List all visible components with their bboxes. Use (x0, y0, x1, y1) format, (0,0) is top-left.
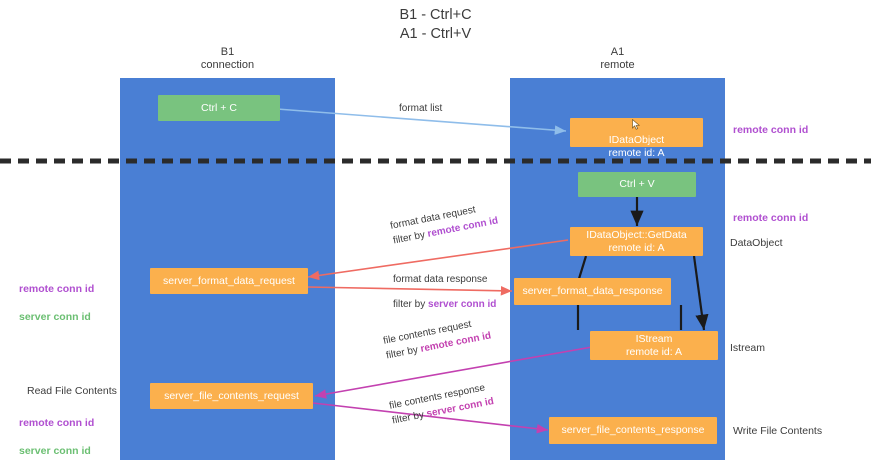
node-idataobject[interactable]: IDataObject remote id: A (570, 118, 703, 159)
diagram-title: B1 - Ctrl+C A1 - Ctrl+V (399, 7, 472, 42)
left-label-conn-ids: remote conn id server conn id (19, 268, 94, 338)
node-ctrl-c[interactable]: Ctrl + C (158, 95, 280, 121)
edge-label-format-list: format list (399, 103, 443, 114)
left-label-remote-conn-id-2: remote conn id (19, 417, 95, 429)
node-idataobject-getdata[interactable]: IDataObject::GetData remote id: A (570, 227, 703, 256)
node-server-file-contents-response[interactable]: server_file_contents_response (549, 417, 717, 444)
node-istream[interactable]: IStream remote id: A (590, 331, 718, 360)
column-heading-a1: A1 remote (600, 46, 635, 71)
mouse-cursor-icon (631, 106, 641, 134)
right-label-remote-conn-id-mid: remote conn id (733, 212, 809, 224)
right-label-remote-conn-id-top: remote conn id (733, 124, 809, 136)
edge-label-format-data-response-line2: filter by server conn id (393, 299, 497, 310)
left-label-read-file-contents: Read File Contents (27, 385, 117, 397)
left-label-server-conn-id: server conn id (19, 311, 91, 323)
edge-label-format-data-response: format data response filter by server co… (393, 272, 496, 312)
node-server-file-contents-request[interactable]: server_file_contents_request (150, 383, 313, 409)
left-label-server-conn-id-2: server conn id (19, 445, 91, 457)
highlight-server-conn-id: server conn id (428, 299, 497, 310)
edge-label-file-contents-request: file contents request filter by remote c… (382, 314, 492, 364)
column-heading-b1: B1 connection (200, 46, 255, 71)
right-label-write-file-contents: Write File Contents (733, 425, 823, 437)
left-label-conn-ids-2: remote conn id server conn id (19, 402, 94, 467)
edge-label-file-contents-response: file contents response filter by server … (388, 379, 495, 428)
right-label-dataobject: DataObject (730, 237, 783, 249)
left-label-remote-conn-id: remote conn id (19, 283, 95, 295)
edge-label-format-data-response-line1: format data response (393, 274, 488, 285)
node-idataobject-label: IDataObject remote id: A (608, 133, 665, 159)
node-server-format-data-response[interactable]: server_format_data_response (514, 278, 671, 305)
node-server-format-data-request[interactable]: server_format_data_request (150, 268, 308, 294)
edge-label-format-data-request: format data request filter by remote con… (389, 199, 499, 249)
node-ctrl-v[interactable]: Ctrl + V (578, 172, 696, 197)
right-label-istream: Istream (730, 342, 766, 354)
